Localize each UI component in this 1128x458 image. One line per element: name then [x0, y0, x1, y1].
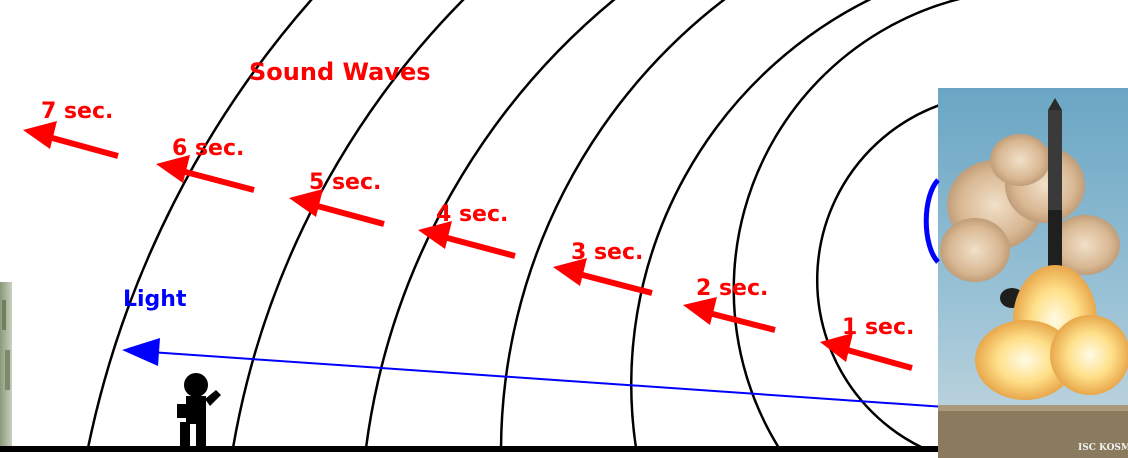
time-label-2: 2 sec. [696, 276, 768, 301]
photo-watermark: ISC KOSM [1078, 443, 1128, 453]
sound-arrows [23, 121, 912, 368]
sound-waves-title: Sound Waves [249, 58, 431, 86]
time-label-3: 3 sec. [571, 240, 643, 265]
light-label: Light [123, 287, 187, 312]
observer-silhouette [177, 373, 221, 448]
sound-arrow-2 [683, 297, 775, 330]
wave-front-3 [631, 0, 890, 448]
rocket-launch-photo: ISC KOSM [926, 88, 1128, 458]
time-label-7: 7 sec. [41, 99, 113, 124]
ground-line [0, 446, 940, 452]
wave-front-4 [501, 0, 737, 448]
left-photo-strip [0, 282, 12, 450]
time-label-4: 4 sec. [436, 202, 508, 227]
time-label-1: 1 sec. [842, 315, 914, 340]
sound-wave-fronts [88, 0, 1084, 448]
light-beam [122, 338, 945, 407]
sound-arrow-7 [23, 121, 118, 156]
time-label-6: 6 sec. [172, 136, 244, 161]
time-label-5: 5 sec. [309, 170, 381, 195]
